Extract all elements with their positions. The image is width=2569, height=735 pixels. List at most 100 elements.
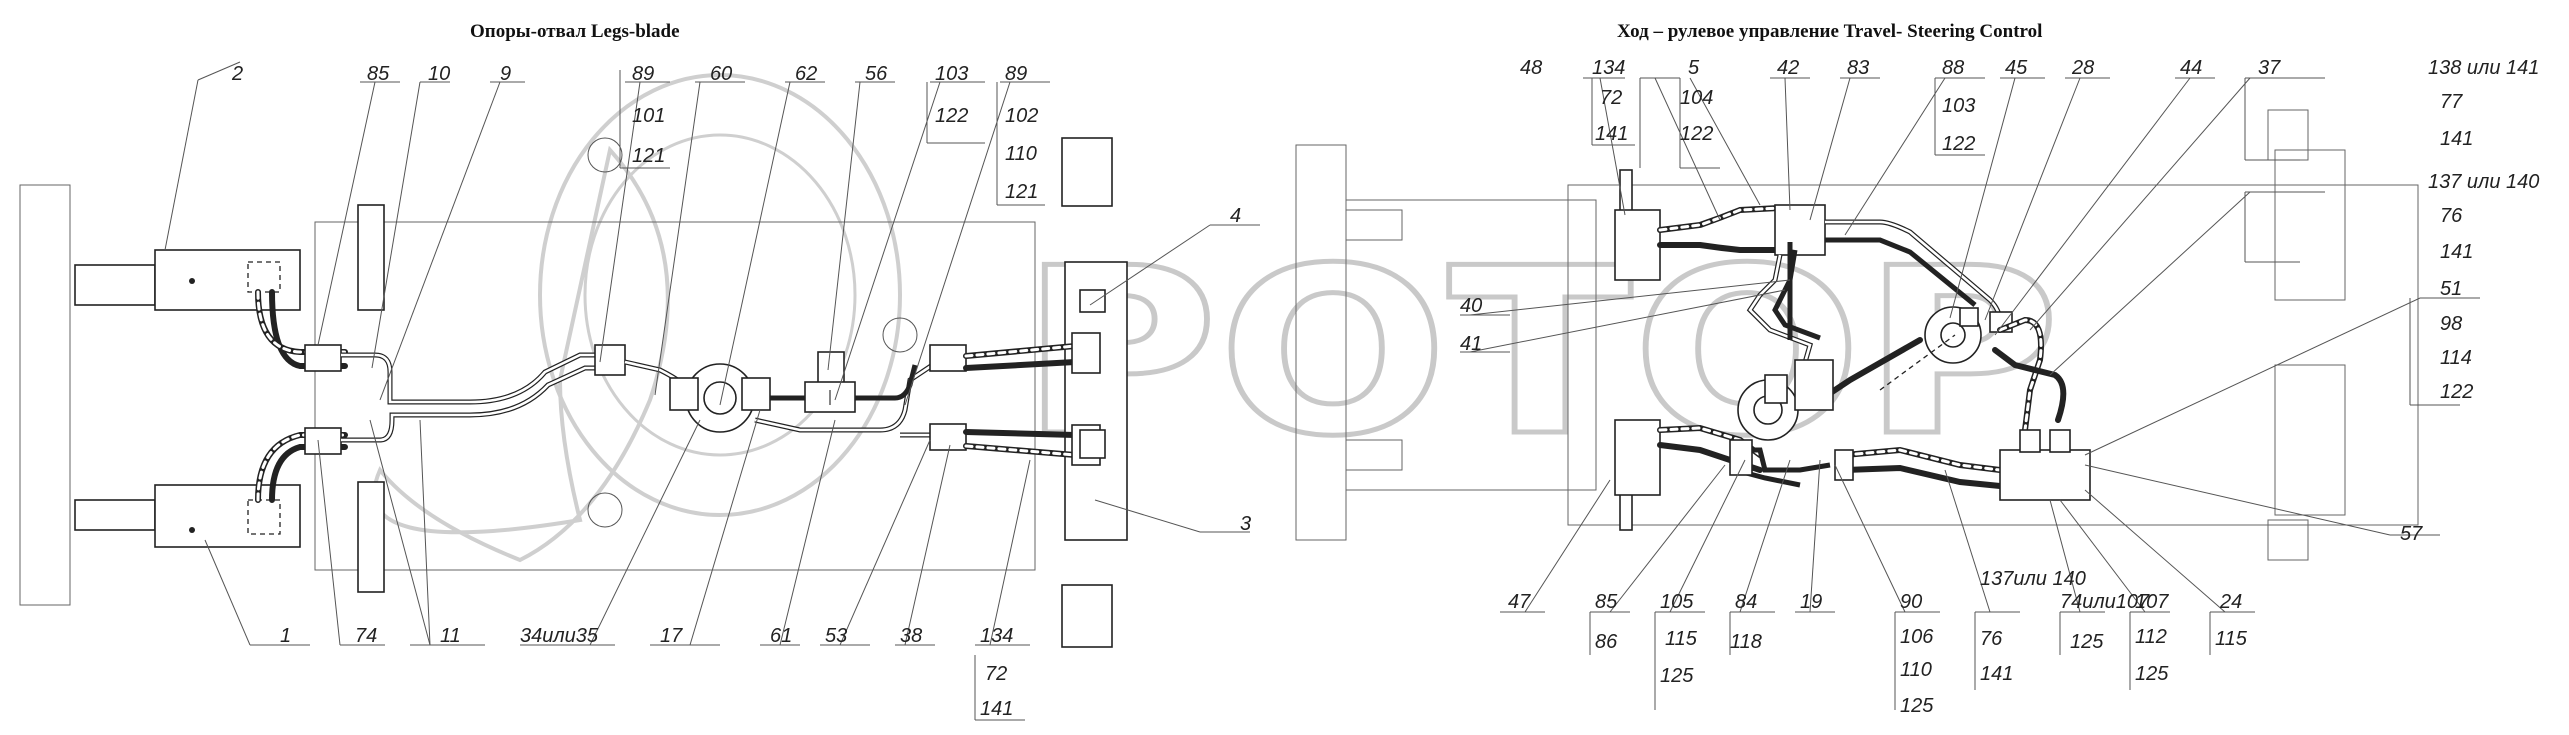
valve-60 [669, 363, 771, 433]
callout-103: 103 [935, 63, 968, 85]
callout-122r: 122 [1680, 123, 1713, 145]
callout-121: 121 [632, 145, 665, 167]
callout-88: 88 [1942, 57, 1964, 79]
callout-101: 101 [632, 105, 665, 127]
callout-122c: 122 [1942, 133, 1975, 155]
callout-122d: 122 [2440, 381, 2473, 403]
callout-110r: 110 [1900, 659, 1932, 681]
right-frame [1295, 109, 2419, 561]
callout-57: 57 [2400, 523, 2423, 545]
callout-10: 10 [428, 63, 450, 85]
callout-40: 40 [1460, 295, 1482, 317]
callout-141: 141 [980, 698, 1013, 720]
callout-72: 72 [985, 663, 1007, 685]
callout-86: 86 [1595, 631, 1618, 653]
callout-112: 112 [2135, 626, 2167, 648]
fitting-56 [804, 351, 856, 413]
callout-51: 51 [2440, 278, 2462, 300]
callout-122: 122 [935, 105, 968, 127]
callout-3: 3 [1240, 513, 1251, 535]
left-hoses [255, 289, 348, 503]
callout-114: 114 [2440, 347, 2472, 369]
callout-5: 5 [1688, 57, 1700, 79]
callout-105: 105 [1660, 591, 1694, 613]
right-callouts: 48 134 72 141 5 104 122 42 83 88 103 122… [1460, 57, 2539, 717]
callout-76r: 76 [1980, 628, 2003, 650]
callout-74-or-107: 74или107 [2060, 591, 2150, 613]
left-callouts: 85 10 9 2 89 101 121 60 62 56 103 122 89… [231, 63, 1251, 720]
watermark-logo: POTOP [1020, 220, 2060, 487]
callout-61: 61 [770, 625, 792, 647]
hoses-to-motors [963, 289, 1106, 466]
callout-107: 107 [2135, 591, 2169, 613]
callout-42: 42 [1777, 57, 1799, 79]
callout-115: 115 [1665, 628, 1698, 650]
callout-60: 60 [710, 63, 732, 85]
callout-137-or-140b: 137или 140 [1980, 568, 2086, 590]
callout-34-or-35: 34или35 [520, 625, 599, 647]
callout-141d: 141 [2440, 241, 2473, 263]
right-leader-lines [1460, 77, 2480, 710]
callout-9: 9 [500, 63, 511, 85]
callout-28: 28 [2071, 57, 2094, 79]
callout-89: 89 [632, 63, 654, 85]
callout-53: 53 [825, 625, 847, 647]
left-frame [19, 137, 1128, 648]
callout-106: 106 [1900, 626, 1934, 648]
callout-125: 125 [1660, 665, 1694, 687]
callout-125c: 125 [2070, 631, 2104, 653]
callout-104: 104 [1680, 87, 1713, 109]
callout-19: 19 [1800, 591, 1822, 613]
callout-137-or-140: 137 или 140 [2428, 171, 2539, 193]
callout-118: 118 [1730, 631, 1762, 653]
callout-85r: 85 [1595, 591, 1618, 613]
callout-85: 85 [367, 63, 390, 85]
callout-121b: 121 [1005, 181, 1038, 203]
callout-44: 44 [2180, 57, 2202, 79]
callout-48: 48 [1520, 57, 1542, 79]
right-pipes [1657, 204, 2091, 501]
callout-134: 134 [980, 625, 1013, 647]
callout-45: 45 [2005, 57, 2028, 79]
callout-77: 77 [2440, 91, 2463, 113]
callout-4: 4 [1230, 205, 1241, 227]
callout-138-or-141: 138 или 141 [2428, 57, 2539, 79]
callout-56: 56 [865, 63, 888, 85]
callout-11: 11 [440, 625, 461, 647]
callout-125d: 125 [2135, 663, 2169, 685]
left-leader-lines [164, 61, 1260, 721]
callout-47: 47 [1508, 591, 1531, 613]
callout-38: 38 [900, 625, 922, 647]
title-legs-blade: Опоры-отвал Legs-blade [470, 21, 680, 42]
callout-90: 90 [1900, 591, 1922, 613]
callout-141e: 141 [1980, 663, 2013, 685]
callout-24: 24 [2219, 591, 2242, 613]
callout-37: 37 [2258, 57, 2281, 79]
callout-74: 74 [355, 625, 377, 647]
callout-134r: 134 [1592, 57, 1625, 79]
left-pipes-right [754, 344, 967, 451]
watermark-emblem [372, 73, 918, 563]
callout-84: 84 [1735, 591, 1757, 613]
callout-83: 83 [1847, 57, 1869, 79]
callout-103r: 103 [1942, 95, 1975, 117]
callout-110: 110 [1005, 143, 1037, 165]
callout-89b: 89 [1005, 63, 1027, 85]
callout-102: 102 [1005, 105, 1038, 127]
callout-72r: 72 [1600, 87, 1622, 109]
callout-76: 76 [2440, 205, 2463, 227]
callout-2: 2 [231, 63, 243, 85]
callout-125b: 125 [1900, 695, 1934, 717]
cylinder-2 [74, 249, 301, 311]
callout-98: 98 [2440, 313, 2462, 335]
callout-141r: 141 [1595, 123, 1628, 145]
callout-41: 41 [1460, 333, 1482, 355]
callout-141c: 141 [2440, 128, 2473, 150]
title-travel-steering: Ход – рулевое управление Travel- Steerin… [1617, 21, 2042, 42]
callout-62: 62 [795, 63, 817, 85]
callout-17: 17 [660, 625, 683, 647]
callout-115r: 115 [2215, 628, 2248, 650]
callout-1: 1 [280, 625, 291, 647]
cylinder-1 [74, 484, 301, 548]
